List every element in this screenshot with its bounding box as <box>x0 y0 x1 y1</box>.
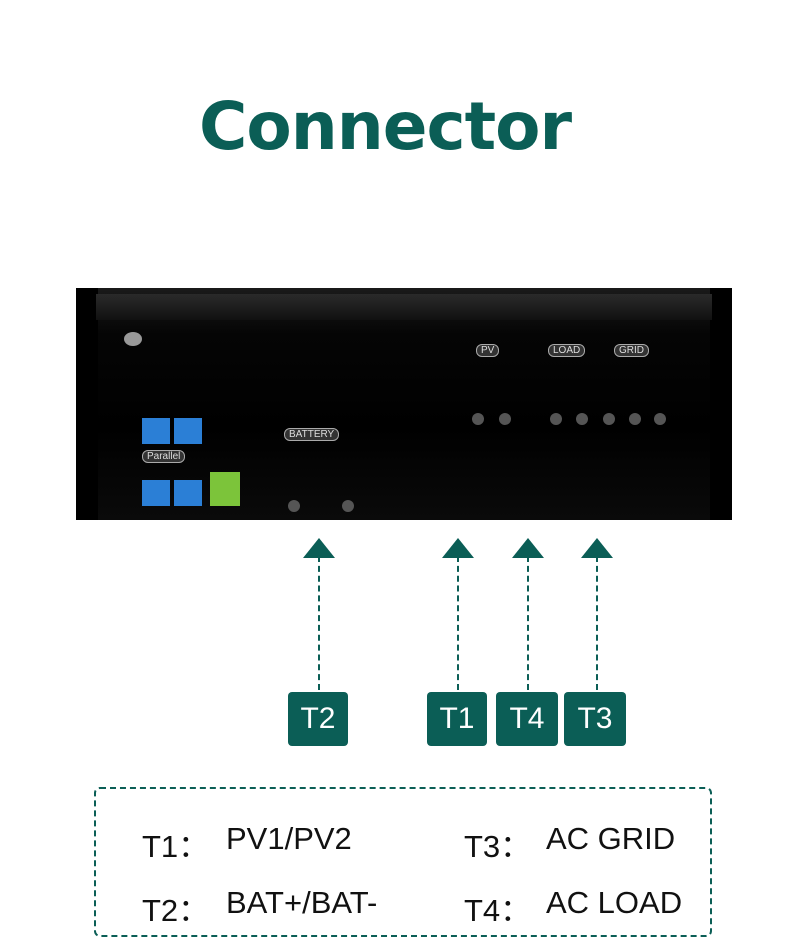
inverter-device-image: PV LOAD GRID BATTERY Parallel <box>76 288 732 520</box>
legend-value: PV1/PV2 <box>226 821 352 856</box>
tag-t2: T2 <box>288 692 348 746</box>
tag-t1: T1 <box>427 692 487 746</box>
legend-key: T1： <box>142 829 210 864</box>
pv-label: PV <box>476 344 500 357</box>
terminal-block <box>210 472 240 506</box>
battery-terminal <box>288 500 300 512</box>
legend-box: T1： PV1/PV2 T2： BAT+/BAT- T3： AC GRID T4… <box>94 787 712 937</box>
arrow-up-icon <box>512 538 544 558</box>
legend-value: AC GRID <box>546 821 676 856</box>
dashed-line <box>318 556 320 690</box>
rj45-port <box>174 418 202 444</box>
battery-label: BATTERY <box>284 428 340 441</box>
tag-t4: T4 <box>496 692 558 746</box>
dashed-line <box>596 556 598 690</box>
legend-key: T4： <box>464 893 532 928</box>
device-side <box>76 288 98 520</box>
pv-terminal <box>499 413 511 425</box>
arrow-up-icon <box>581 538 613 558</box>
rj45-port <box>174 480 202 506</box>
tag-t3: T3 <box>564 692 626 746</box>
dashed-line <box>527 556 529 690</box>
legend-key: T2： <box>142 893 210 928</box>
pv-terminal <box>472 413 484 425</box>
arrow-up-icon <box>303 538 335 558</box>
load-label: LOAD <box>548 344 586 357</box>
ac-terminal <box>550 413 562 425</box>
battery-terminal <box>342 500 354 512</box>
rj45-port <box>142 480 170 506</box>
parallel-label: Parallel <box>142 450 186 463</box>
device-side <box>710 288 732 520</box>
device-top <box>96 294 712 320</box>
ac-terminal <box>654 413 666 425</box>
legend-value: BAT+/BAT- <box>226 885 378 920</box>
page-title: Connector <box>198 88 572 165</box>
switch-icon <box>124 332 142 346</box>
legend-key: T3： <box>464 829 532 864</box>
rj45-port <box>142 418 170 444</box>
grid-label: GRID <box>614 344 649 357</box>
legend-value: AC LOAD <box>546 885 683 920</box>
dashed-line <box>457 556 459 690</box>
arrow-up-icon <box>442 538 474 558</box>
ac-terminal <box>603 413 615 425</box>
ac-terminal <box>576 413 588 425</box>
ac-terminal <box>629 413 641 425</box>
